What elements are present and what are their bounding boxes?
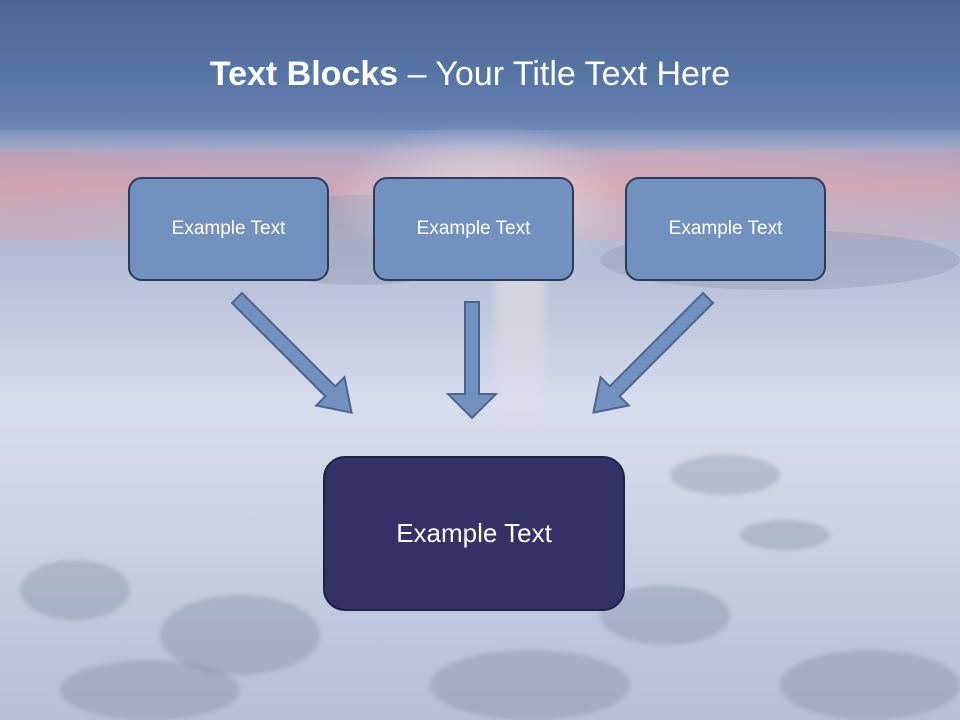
sun-reflection (495, 270, 545, 430)
text-block-bottom-label: Example Text (396, 518, 552, 548)
text-block-right[interactable]: Example Text (625, 177, 826, 281)
title-bold: Text Blocks (209, 55, 399, 93)
rock (780, 650, 960, 720)
rock (670, 455, 780, 495)
text-block-left-label: Example Text (171, 218, 286, 239)
text-block-center[interactable]: Example Text (373, 177, 574, 281)
rock (740, 520, 830, 550)
arrow-left (230, 291, 353, 414)
text-block-center-label: Example Text (416, 218, 531, 239)
sky-band (0, 0, 960, 130)
text-block-bottom[interactable]: Example Text (323, 456, 625, 611)
rock (430, 650, 630, 720)
arrow-right (592, 291, 715, 414)
title-dash: – (398, 55, 436, 93)
slide-title: Text Blocks – Your Title Text Here (0, 55, 940, 94)
text-block-left[interactable]: Example Text (128, 177, 329, 281)
rock (60, 660, 240, 720)
arrow-center (445, 301, 499, 420)
rock (20, 560, 130, 620)
rock (160, 595, 320, 675)
text-block-right-label: Example Text (668, 218, 783, 239)
title-rest: Your Title Text Here (435, 55, 731, 93)
